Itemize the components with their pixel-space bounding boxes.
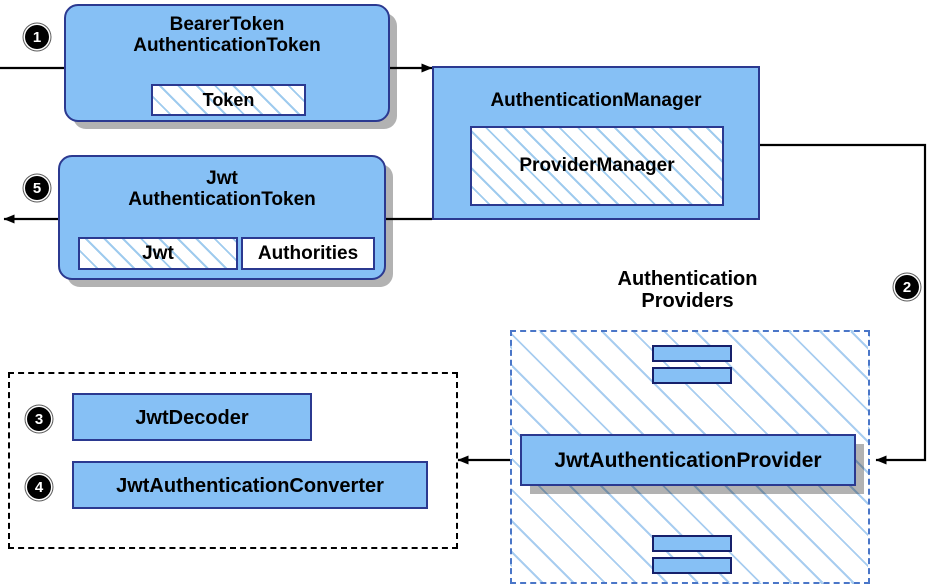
badge-step-1: 1 [25,25,49,49]
peer-bar-top-2 [652,367,732,384]
peer-bar-bottom-1 [652,535,732,552]
jwt-authentication-converter-title: JwtAuthenticationConverter [116,475,384,497]
badge-step-3: 3 [27,407,51,431]
slot-jwt: Jwt [78,237,238,270]
bearer-token-title: BearerToken AuthenticationToken [133,14,321,57]
slot-provider-manager: ProviderManager [470,126,724,206]
providers-group-title: Authentication Providers [617,268,758,313]
authentication-manager-title: AuthenticationManager [490,90,702,111]
jwt-decoder-title: JwtDecoder [135,407,249,429]
badge-step-2: 2 [895,275,919,299]
node-bearer-token-authentication-token[interactable]: BearerToken AuthenticationToken Token [64,4,390,122]
badge-step-5: 5 [25,176,49,200]
node-jwt-authentication-token[interactable]: Jwt AuthenticationToken Jwt Authorities [58,155,386,280]
badge-step-4: 4 [27,475,51,499]
jwt-authentication-provider-title: JwtAuthenticationProvider [554,449,822,472]
slot-token: Token [151,84,306,116]
slot-authorities: Authorities [241,237,375,270]
node-jwt-authentication-converter[interactable]: JwtAuthenticationConverter [72,461,444,525]
node-jwt-decoder[interactable]: JwtDecoder [72,393,328,457]
jwt-token-title: Jwt AuthenticationToken [128,168,316,211]
jwt-helpers-region [8,372,458,549]
node-authentication-manager[interactable]: AuthenticationManager ProviderManager [432,66,774,234]
peer-bar-bottom-2 [652,557,732,574]
peer-bar-top-1 [652,345,732,362]
node-jwt-authentication-provider[interactable]: JwtAuthenticationProvider [520,434,856,486]
